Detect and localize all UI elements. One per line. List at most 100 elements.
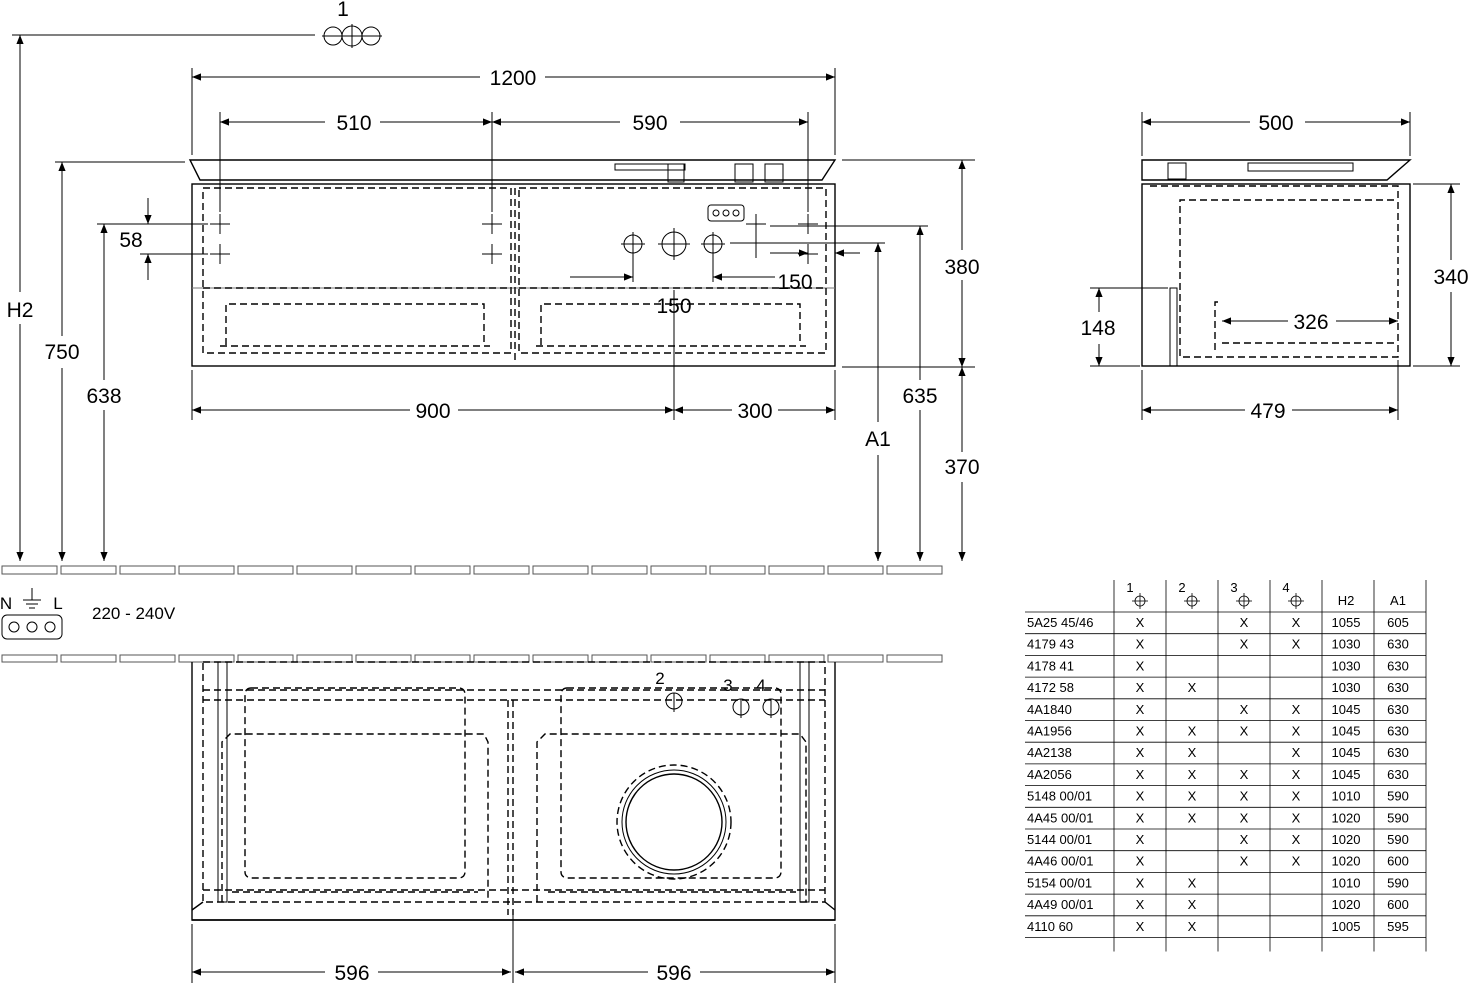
table-cell: X	[1292, 789, 1301, 804]
table-row-model: 4A49 00/01	[1027, 897, 1094, 912]
table-cell: 630	[1387, 658, 1409, 673]
table-cell: 1030	[1332, 680, 1361, 695]
table-cell: X	[1136, 875, 1145, 890]
table-cell: 630	[1387, 724, 1409, 739]
tile	[60, 654, 117, 663]
table-cell: 1010	[1332, 789, 1361, 804]
table-cell: X	[1188, 810, 1197, 825]
table-cell: 590	[1387, 832, 1409, 847]
table-header-3: 3	[1230, 580, 1237, 595]
tile	[768, 565, 825, 575]
table-cell: 1045	[1332, 702, 1361, 717]
tile	[178, 565, 235, 575]
table-row-model: 5A25 45/46	[1027, 615, 1094, 630]
table-cell: X	[1136, 767, 1145, 782]
dim-596-left-label: 596	[334, 962, 369, 983]
tile	[709, 565, 766, 575]
ground-icon	[23, 588, 41, 609]
dim-58-label: 58	[119, 229, 142, 252]
dim-340-label: 340	[1433, 266, 1468, 289]
table-row-model: 4179 43	[1027, 637, 1074, 652]
table-cell: X	[1240, 615, 1249, 630]
table-row-model: 4A45 00/01	[1027, 810, 1094, 825]
table-cell: 1020	[1332, 832, 1361, 847]
table-cell: 590	[1387, 875, 1409, 890]
dim-148-label: 148	[1080, 317, 1115, 340]
table-cell: 590	[1387, 789, 1409, 804]
table-cell: X	[1240, 789, 1249, 804]
tile	[827, 654, 884, 663]
table-cell: X	[1136, 810, 1145, 825]
voltage-label: 220 - 240V	[92, 604, 176, 623]
table-cell: 590	[1387, 810, 1409, 825]
dim-h2-label: H2	[7, 299, 34, 322]
table-cell: X	[1188, 680, 1197, 695]
tile	[237, 654, 294, 663]
table-cell: 630	[1387, 637, 1409, 652]
table-cell: X	[1240, 832, 1249, 847]
table-cell: X	[1136, 658, 1145, 673]
tile	[178, 654, 235, 663]
tile	[886, 565, 943, 575]
tile	[591, 565, 648, 575]
table-cell: X	[1136, 702, 1145, 717]
live-label: L	[53, 594, 62, 613]
tile	[650, 654, 707, 663]
dim-1200-label: 1200	[490, 67, 537, 90]
table-cell: X	[1240, 810, 1249, 825]
table-cell: X	[1292, 702, 1301, 717]
dim-635-label: 635	[902, 385, 937, 408]
table-row-model: 4178 41	[1027, 658, 1074, 673]
tile	[532, 565, 589, 575]
table-cell: 1020	[1332, 854, 1361, 869]
tile	[591, 654, 648, 663]
tile	[768, 654, 825, 663]
tile	[119, 565, 176, 575]
table-cell: X	[1136, 789, 1145, 804]
tile	[355, 654, 412, 663]
table-cell: X	[1240, 702, 1249, 717]
socket-outlet-icon	[707, 204, 745, 222]
dim-380-label: 380	[944, 256, 979, 279]
table-row-model: 4A1956	[1027, 724, 1072, 739]
dim-638-label: 638	[86, 385, 121, 408]
plan-view: 2 3 4 596 596	[191, 661, 836, 983]
table-cell: X	[1292, 615, 1301, 630]
table-cell: X	[1136, 637, 1145, 652]
table-cell: 1055	[1332, 615, 1361, 630]
table-cell: X	[1188, 919, 1197, 934]
table-cell: X	[1136, 680, 1145, 695]
table-cell: 630	[1387, 745, 1409, 760]
tile	[709, 654, 766, 663]
table-cell: 630	[1387, 680, 1409, 695]
side-elevation: 500 340 148 326 479	[1080, 112, 1469, 423]
tile	[827, 565, 884, 575]
dim-a1-label: A1	[865, 428, 891, 451]
table-cell: 1045	[1332, 767, 1361, 782]
table-cell: X	[1292, 810, 1301, 825]
table-cell: X	[1188, 767, 1197, 782]
tile	[1, 565, 58, 575]
tile	[886, 654, 943, 663]
dim-900-label: 900	[415, 400, 450, 423]
dim-370-label: 370	[944, 456, 979, 479]
table-cell: X	[1292, 745, 1301, 760]
table-cell: X	[1188, 875, 1197, 890]
tile	[355, 565, 412, 575]
table-row-model: 4A1840	[1027, 702, 1072, 717]
tile	[296, 565, 353, 575]
connector-symbol-icon	[322, 24, 382, 48]
table-cell: 1030	[1332, 658, 1361, 673]
table-cell: X	[1136, 745, 1145, 760]
table-cell: 630	[1387, 702, 1409, 717]
table-cell: X	[1136, 615, 1145, 630]
table-cell: X	[1136, 832, 1145, 847]
dim-750-label: 750	[44, 341, 79, 364]
table-row-model: 4172 58	[1027, 680, 1074, 695]
table-cell: X	[1292, 724, 1301, 739]
table-cell: X	[1136, 919, 1145, 934]
table-cell: 630	[1387, 767, 1409, 782]
table-cell: X	[1292, 832, 1301, 847]
table-row-model: 5154 00/01	[1027, 875, 1092, 890]
